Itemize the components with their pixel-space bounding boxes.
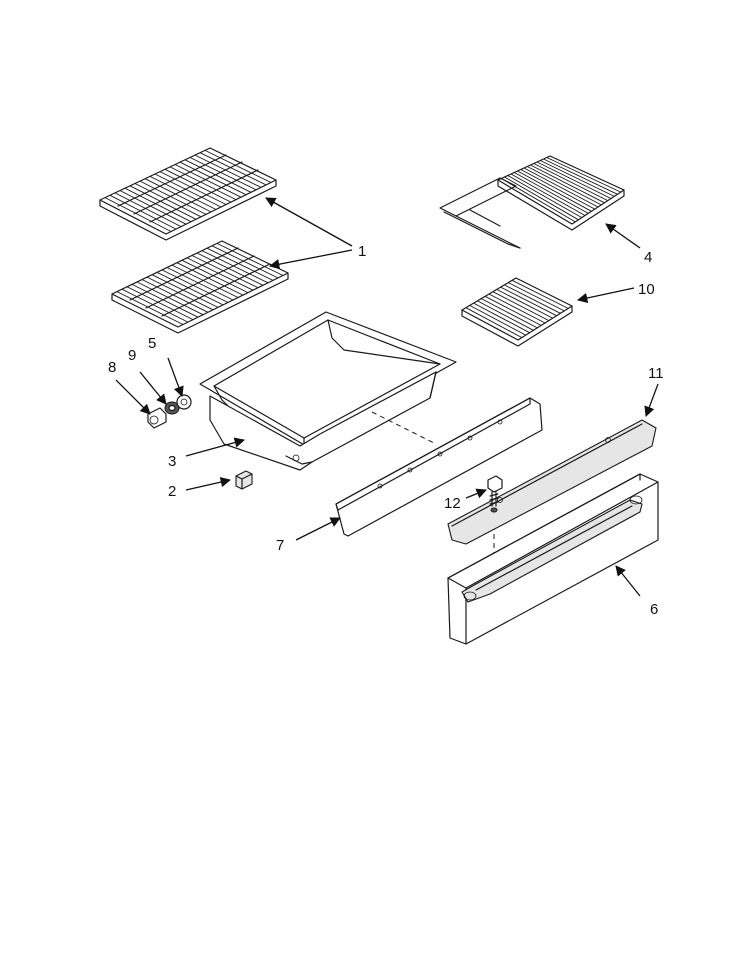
rack-wire [533,163,609,202]
rack-wire [144,178,212,213]
rack-wire [477,300,534,331]
drawer-pan [199,311,457,471]
drawer-trim [447,419,657,545]
oven-rack-lower [111,240,289,334]
glide-pad [235,470,253,490]
rack-wire [196,252,264,286]
rack-wire [510,173,586,216]
callout-5: 5 [148,335,156,352]
callout-11: 11 [648,365,664,382]
roll-out-rack [439,155,625,249]
rack-wire [149,175,217,210]
rack-wire [116,291,184,325]
rack-wire [514,172,589,214]
callout-1: 1 [358,243,366,260]
rack-wire [530,164,605,204]
rack-wire [146,276,214,311]
rack-wire [488,293,546,324]
callout-12: 12 [444,495,461,512]
rack-wire [104,197,172,232]
rack-wire [523,167,599,208]
rack-wire [126,286,194,321]
rack-wire [504,176,579,221]
callout-6: 6 [650,601,658,618]
wheel-washer [164,401,180,415]
rack-wire [500,286,557,317]
rack-wire [508,282,565,312]
alignment-line-drawer [371,411,437,445]
rack-wire [121,288,189,323]
rack-wire [492,291,550,321]
rack-wire [119,190,187,225]
drawer-wheel [176,394,192,410]
rack-wire [114,192,182,228]
rack-wire [194,154,262,188]
rack-wire [543,158,618,195]
rack-wire [504,284,561,314]
rack-wire [141,279,209,313]
rack-wire [169,166,237,201]
rack-wire [465,307,523,338]
rack-wire [129,185,197,220]
rack-wire [473,302,530,334]
rack-wire [176,262,244,296]
rack-wire [501,178,576,223]
callout-3: 3 [168,453,176,470]
rack-wire [124,187,192,223]
rack-wire [484,295,542,326]
rack-wire [216,242,284,276]
half-rack [461,277,573,347]
rack-wire [527,166,602,206]
callout-4: 4 [644,249,652,266]
rack-wire [496,288,553,319]
rack-wire [507,175,583,218]
rack-wire [540,160,615,197]
rack-wire [481,298,538,329]
leader-lines [115,197,659,597]
rack-wire [517,170,592,212]
callout-10: 10 [638,281,655,298]
rack-wire [546,157,621,193]
callout-2: 2 [168,483,176,500]
rack-wire [174,164,242,198]
rack-wire [191,255,259,289]
wheel-bolt [147,407,167,429]
rack-wire [136,281,204,316]
rack-wire [204,149,272,183]
rack-wire [171,264,239,298]
rack-wire [181,259,249,294]
rack-wire [201,250,269,284]
rack-wire [536,161,612,199]
drawer-front-panel [447,473,659,645]
rack-wire [211,245,279,279]
rack-wire [134,183,202,218]
rack-wire [189,157,257,191]
rack-wire [131,283,199,318]
rack-wire [511,279,569,309]
oven-rack-upper [99,147,277,241]
rack-wire [199,152,267,186]
rack-wire [109,194,177,230]
rack-wire [161,269,229,303]
rack-wire [154,173,222,208]
rack-wire [139,180,207,215]
drawer-panel-bracket [335,397,543,537]
rack-wire [469,305,526,336]
rack-wire [164,168,232,203]
rack-wire [184,159,252,193]
callout-7: 7 [276,537,284,554]
rack-wire [520,169,596,210]
rack-wire [186,257,254,291]
rack-wire [179,161,247,196]
callout-9: 9 [128,347,136,364]
callout-8: 8 [108,359,116,376]
rack-wire [206,247,274,281]
mounting-screw [487,475,503,513]
rack-wire [166,267,234,301]
rack-wire [159,171,227,205]
rack-wire [151,274,219,308]
rack-wire [156,271,224,306]
